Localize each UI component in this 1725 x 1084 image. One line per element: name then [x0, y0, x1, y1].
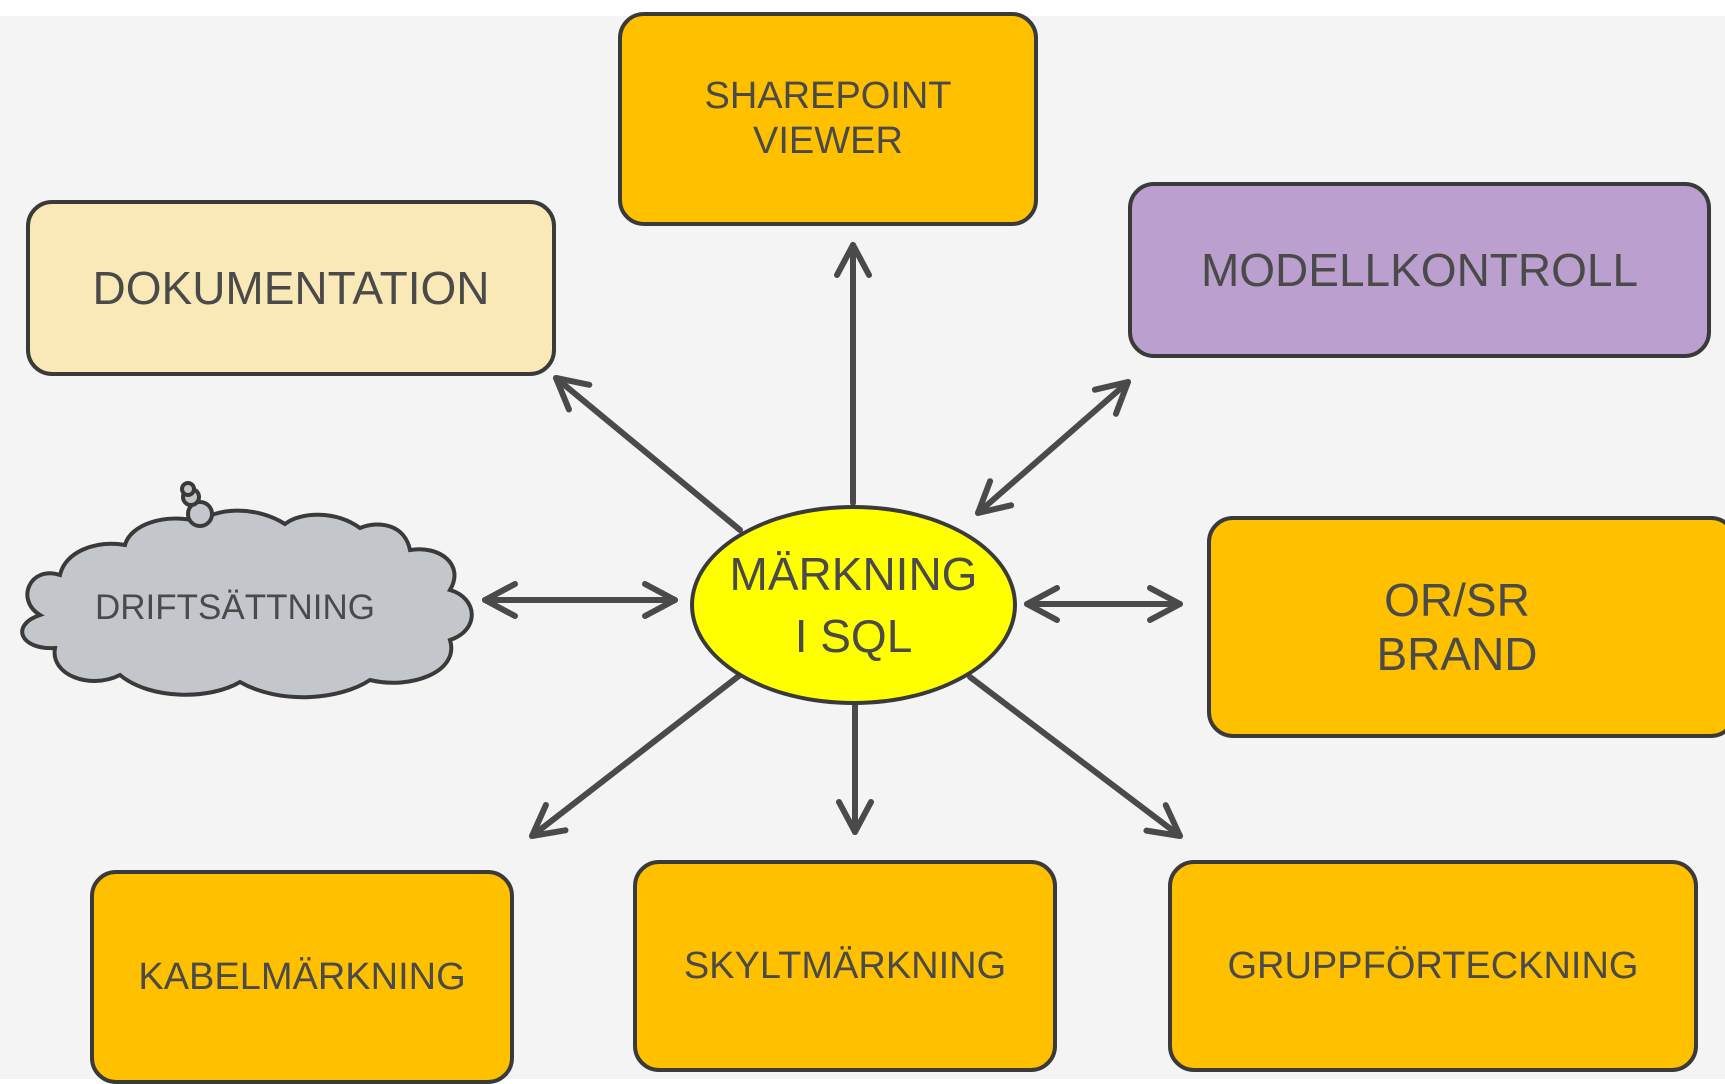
center-line1: MÄRKNING — [729, 547, 978, 600]
cloud-shape — [20, 481, 474, 700]
driftsattning-label: DRIFTSÄTTNING — [95, 588, 375, 627]
modellkontroll-box[interactable]: MODELLKONTROLL — [1128, 182, 1711, 358]
kabelmarkning-box[interactable]: KABELMÄRKNING — [90, 870, 514, 1084]
arrow-to-kabel — [529, 672, 743, 839]
grupp-label: GRUPPFÖRTECKNING — [1227, 944, 1639, 987]
gruppforteckning-box[interactable]: GRUPPFÖRTECKNING — [1168, 860, 1698, 1072]
dokumentation-box[interactable]: DOKUMENTATION — [26, 200, 556, 376]
skyltmarkning-box[interactable]: SKYLTMÄRKNING — [633, 860, 1057, 1072]
center-markning-ellipse[interactable]: MÄRKNING I SQL — [690, 505, 1017, 705]
arrow-to-grupp — [967, 674, 1183, 839]
sharepoint-viewer-box[interactable]: SHAREPOINT VIEWER — [618, 12, 1038, 226]
arrow-modellkontroll-both — [975, 379, 1131, 516]
orsr-line2: BRAND — [1376, 628, 1538, 680]
center-line2: I SQL — [794, 610, 913, 662]
arrow-to-dokumentation — [553, 375, 743, 533]
sharepoint-line1: SHAREPOINT — [704, 75, 952, 118]
modellkontroll-label: MODELLKONTROLL — [1200, 243, 1639, 296]
or-sr-brand-box[interactable]: OR/SR BRAND — [1207, 516, 1725, 738]
orsr-line1: OR/SR — [1384, 573, 1530, 626]
kabel-label: KABELMÄRKNING — [138, 955, 466, 998]
dokumentation-label: DOKUMENTATION — [92, 261, 490, 314]
sharepoint-line2: VIEWER — [753, 120, 903, 162]
skylt-label: SKYLTMÄRKNING — [683, 944, 1007, 987]
